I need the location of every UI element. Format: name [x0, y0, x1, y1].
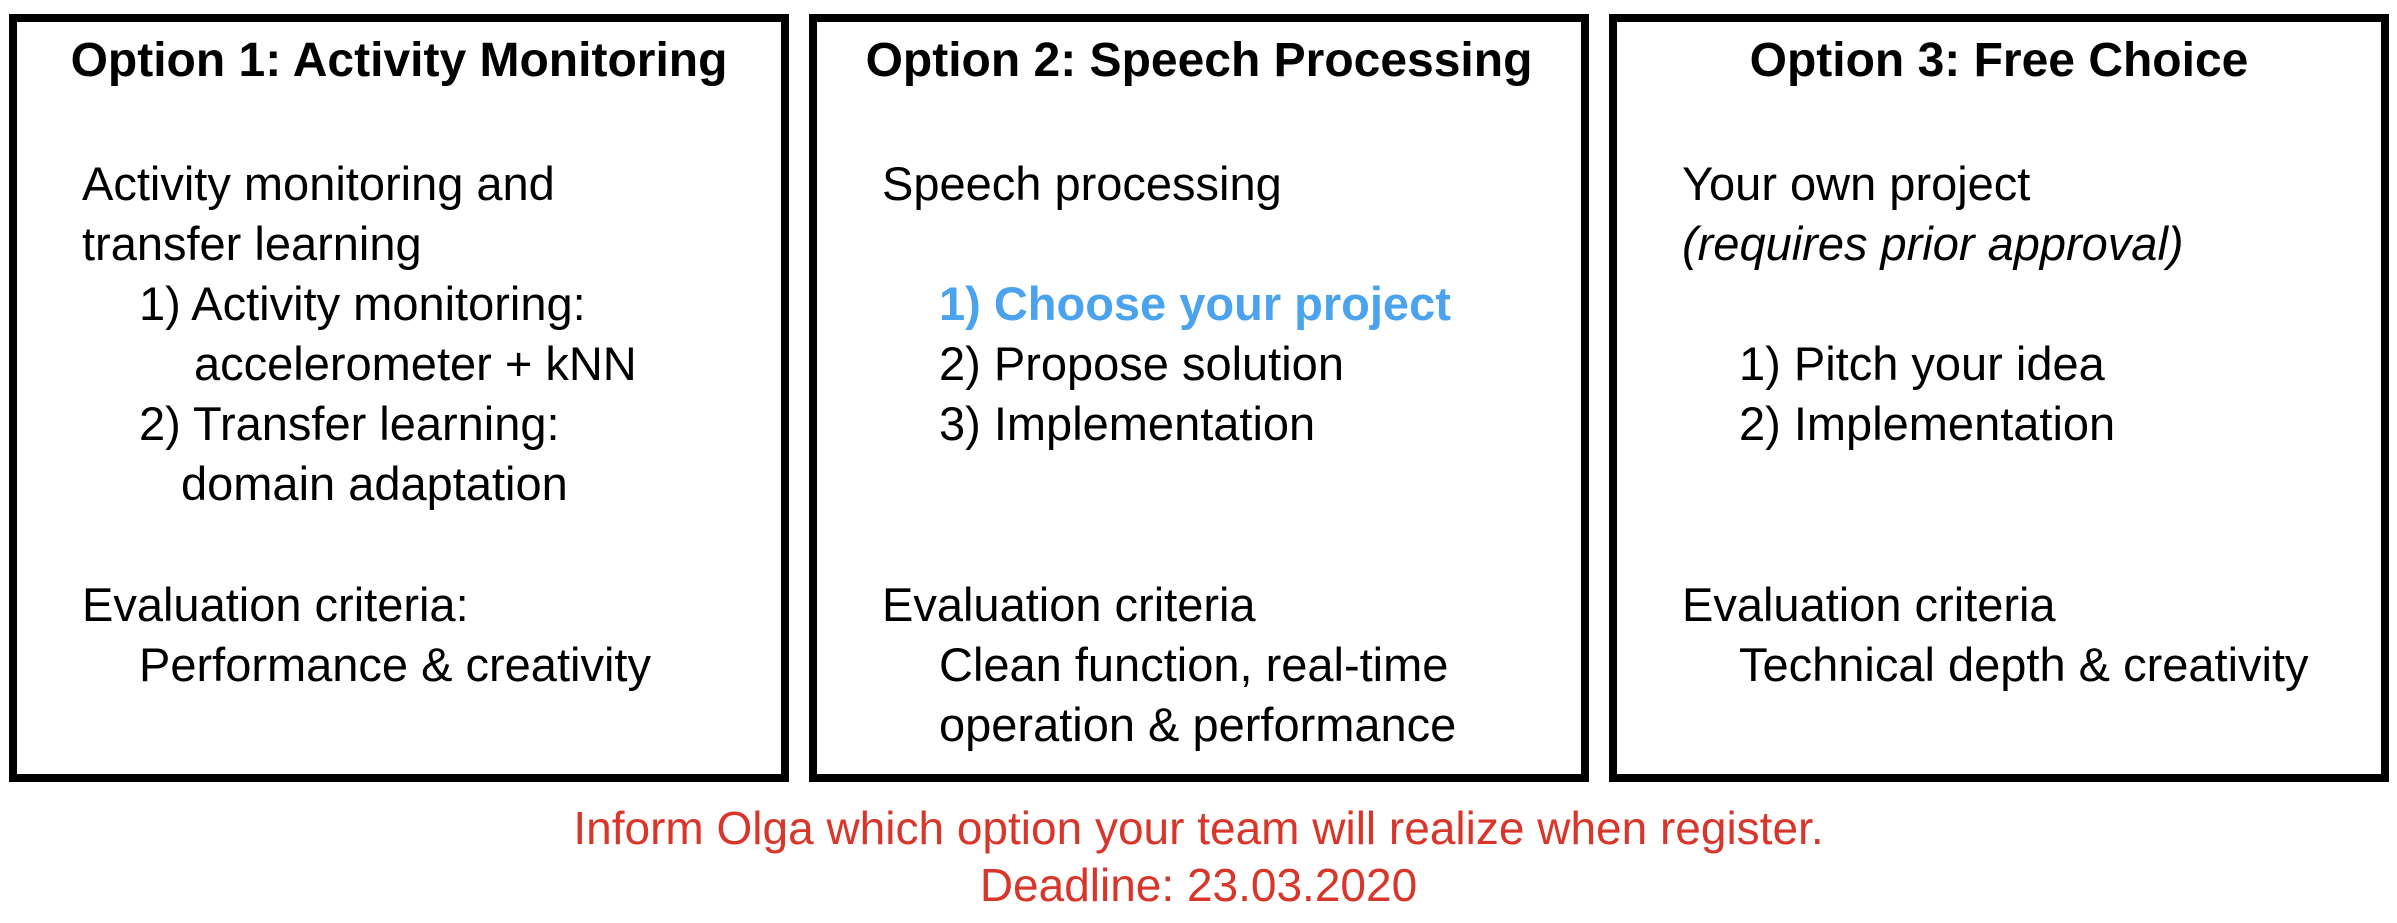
option-2-criteria-label: Evaluation criteria: [882, 578, 1256, 631]
option-2-step-3: 3) Implementation: [939, 397, 1316, 450]
option-1-step-2: 2) Transfer learning:: [139, 397, 560, 450]
option-1-step-1: 1) Activity monitoring:: [139, 277, 586, 330]
option-2-title: Option 2: Speech Processing: [865, 34, 1533, 87]
option-3-step-1: 1) Pitch your idea: [1739, 337, 2105, 390]
option-3-criteria-value: Technical depth & creativity: [1739, 638, 2309, 691]
option-3-title: Option 3: Free Choice: [1749, 34, 2249, 87]
option-3-criteria-label: Evaluation criteria: [1682, 578, 2056, 631]
option-2-intro: Speech processing: [882, 157, 1282, 210]
option-3-step-2: 2) Implementation: [1739, 397, 2116, 450]
option-1-intro-line-1: Activity monitoring and: [82, 157, 555, 210]
option-2-step-2: 2) Propose solution: [939, 337, 1344, 390]
option-3-approval-note: (requires prior approval): [1682, 217, 2184, 270]
option-2-panel: Option 2: Speech Processing Speech proce…: [809, 14, 1589, 782]
option-3-panel: Option 3: Free Choice Your own project (…: [1609, 14, 2389, 782]
option-1-title: Option 1: Activity Monitoring: [70, 34, 728, 87]
option-3-intro: Your own project: [1682, 157, 2031, 210]
registration-notice: Inform Olga which option your team will …: [573, 802, 1824, 854]
option-1-step-1-detail: accelerometer + kNN: [194, 337, 637, 390]
option-1-criteria-label: Evaluation criteria:: [82, 578, 469, 631]
option-1-intro-line-2: transfer learning: [82, 217, 422, 270]
option-1-step-2-detail: domain adaptation: [181, 457, 568, 510]
deadline-text: Deadline: 23.03.2020: [979, 859, 1418, 911]
option-2-criteria-value-line-1: Clean function, real-time: [939, 638, 1449, 691]
option-2-step-1-highlighted: 1) Choose your project: [939, 277, 1451, 330]
option-1-criteria-value: Performance & creativity: [139, 638, 651, 691]
option-2-criteria-value-line-2: operation & performance: [939, 698, 1457, 751]
option-1-panel: Option 1: Activity Monitoring Activity m…: [9, 14, 789, 782]
